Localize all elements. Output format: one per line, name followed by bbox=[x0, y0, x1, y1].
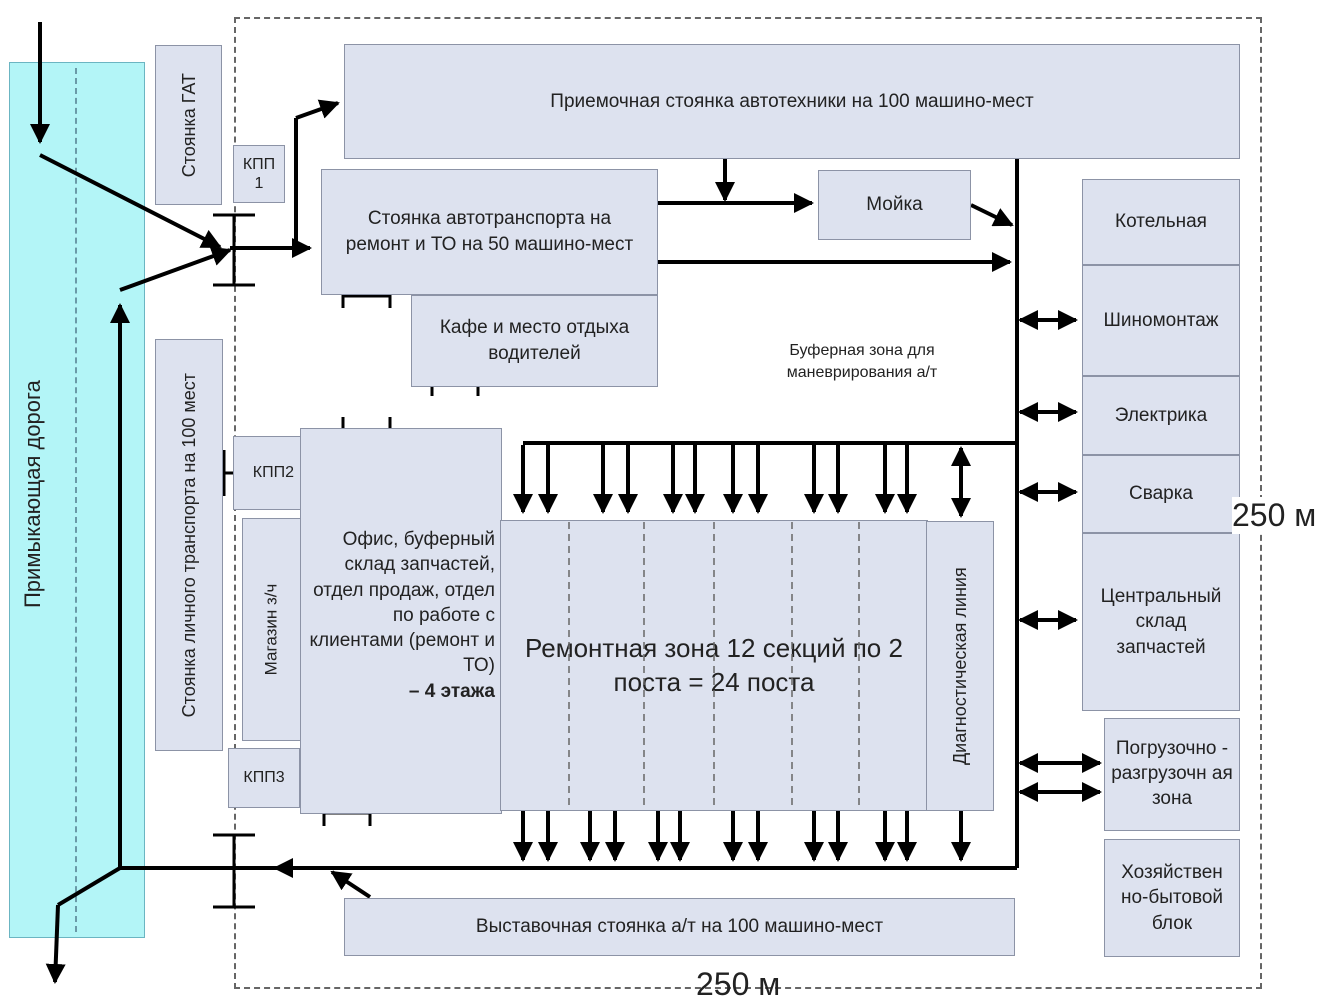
road-label: Примыкающая дорога bbox=[20, 380, 45, 608]
boiler-room: Котельная bbox=[1082, 179, 1240, 265]
welding-service: Сварка bbox=[1082, 455, 1240, 533]
road-center-line bbox=[75, 68, 77, 932]
checkpoint-2: КПП2 bbox=[233, 436, 301, 510]
personal-parking: Стоянка личного транспорта на 100 мест bbox=[155, 339, 223, 751]
parts-shop: Магазин з/ч bbox=[242, 518, 301, 741]
central-warehouse: Центральный склад запчастей bbox=[1082, 533, 1240, 711]
reception-parking: Приемочная стоянка автотехники на 100 ма… bbox=[344, 44, 1240, 159]
showroom-parking: Выставочная стоянка а/т на 100 машино-ме… bbox=[344, 898, 1015, 956]
diagnostic-line: Диагностическая линия bbox=[926, 521, 994, 811]
buffer-zone-label: Буферная зона для маневрирования а/т bbox=[786, 342, 938, 382]
office-building: Офис, буферный склад запчастей, отдел пр… bbox=[300, 428, 502, 814]
cafe: Кафе и место отдыха водителей bbox=[411, 295, 658, 387]
checkpoint-1: КПП 1 bbox=[233, 145, 285, 203]
gat-parking: Стоянка ГАТ bbox=[155, 45, 222, 205]
loading-zone: Погрузочно - разгрузочн ая зона bbox=[1104, 718, 1240, 831]
checkpoint-3: КПП3 bbox=[228, 748, 300, 808]
adjacent-road bbox=[9, 62, 145, 938]
tire-service: Шиномонтаж bbox=[1082, 265, 1240, 376]
electrical-service: Электрика bbox=[1082, 376, 1240, 455]
repair-parking: Стоянка автотранспорта на ремонт и ТО на… bbox=[321, 169, 658, 295]
dimension-right: 250 м bbox=[1232, 497, 1317, 534]
car-wash: Мойка bbox=[818, 170, 971, 240]
dimension-bottom: 250 м bbox=[696, 966, 781, 1002]
utility-block: Хозяйствен но-бытовой блок bbox=[1104, 839, 1240, 957]
repair-zone: Ремонтная зона 12 секций по 2 поста = 24… bbox=[500, 520, 928, 811]
